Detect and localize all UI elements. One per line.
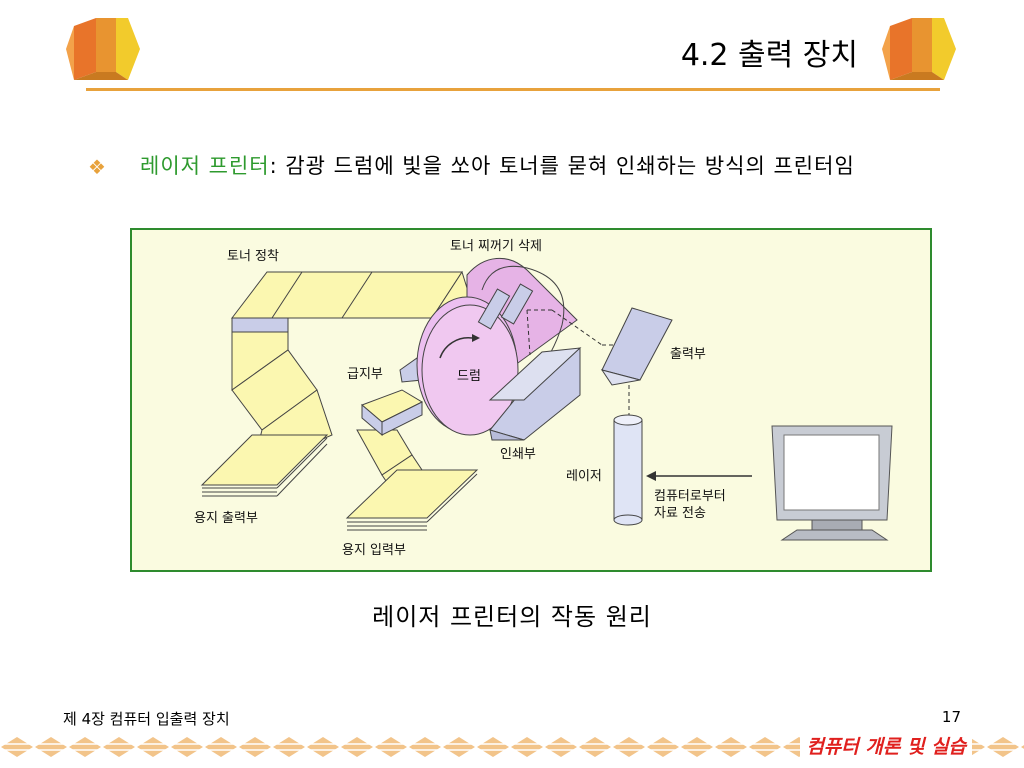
bullet-term: 레이저 프린터 <box>140 154 270 178</box>
label-paper-in: 용지 입력부 <box>342 543 406 558</box>
laser-printer-diagram: 토너 정착 토너 찌꺼기 삭제 급지부 드럼 출력부 인쇄부 레이저 컴퓨터로부… <box>130 228 932 572</box>
print-unit <box>488 347 582 441</box>
label-toner-fix: 토너 정착 <box>227 249 279 264</box>
paper-input-stack <box>345 469 479 531</box>
label-laser: 레이저 <box>566 469 602 484</box>
footer-chapter: 제 4장 컴퓨터 입출력 장치 <box>63 710 230 728</box>
label-drum: 드럼 <box>457 369 481 384</box>
label-toner-clean: 토너 찌꺼기 삭제 <box>450 239 542 254</box>
footer-page-number: 17 <box>941 708 961 726</box>
title-underline <box>86 88 940 91</box>
label-output: 출력부 <box>670 347 706 362</box>
monitor-icon <box>771 425 893 541</box>
label-from-pc-2: 자료 전송 <box>654 506 706 521</box>
header-right-cube-icon <box>882 18 956 80</box>
laser-tube <box>613 414 643 526</box>
diamond-bullet-icon: ❖ <box>88 155 106 179</box>
footer-diamond-band <box>0 736 1024 758</box>
diagram-drawing: 토너 정착 토너 찌꺼기 삭제 급지부 드럼 출력부 인쇄부 레이저 컴퓨터로부… <box>194 239 893 558</box>
header-left-cube-icon <box>66 18 140 80</box>
bullet-paragraph: 레이저 프린터: 감광 드럼에 빛을 쏘아 토너를 묻혀 인쇄하는 방식의 프린… <box>140 151 940 181</box>
label-paper-out: 용지 출력부 <box>194 511 258 526</box>
diagram-caption: 레이저 프린터의 작동 원리 <box>372 603 652 631</box>
footer-course-title: 컴퓨터 개론 및 실습 <box>800 732 972 759</box>
paper-output-stack <box>200 434 329 497</box>
label-from-pc-1: 컴퓨터로부터 <box>654 489 726 504</box>
label-print: 인쇄부 <box>500 447 536 462</box>
output-prism <box>600 307 673 386</box>
label-feed: 급지부 <box>347 367 383 382</box>
page-title: 4.2 출력 장치 <box>680 38 858 73</box>
bullet-description: : 감광 드럼에 빛을 쏘아 토너를 묻혀 인쇄하는 방식의 프린터임 <box>269 154 855 178</box>
